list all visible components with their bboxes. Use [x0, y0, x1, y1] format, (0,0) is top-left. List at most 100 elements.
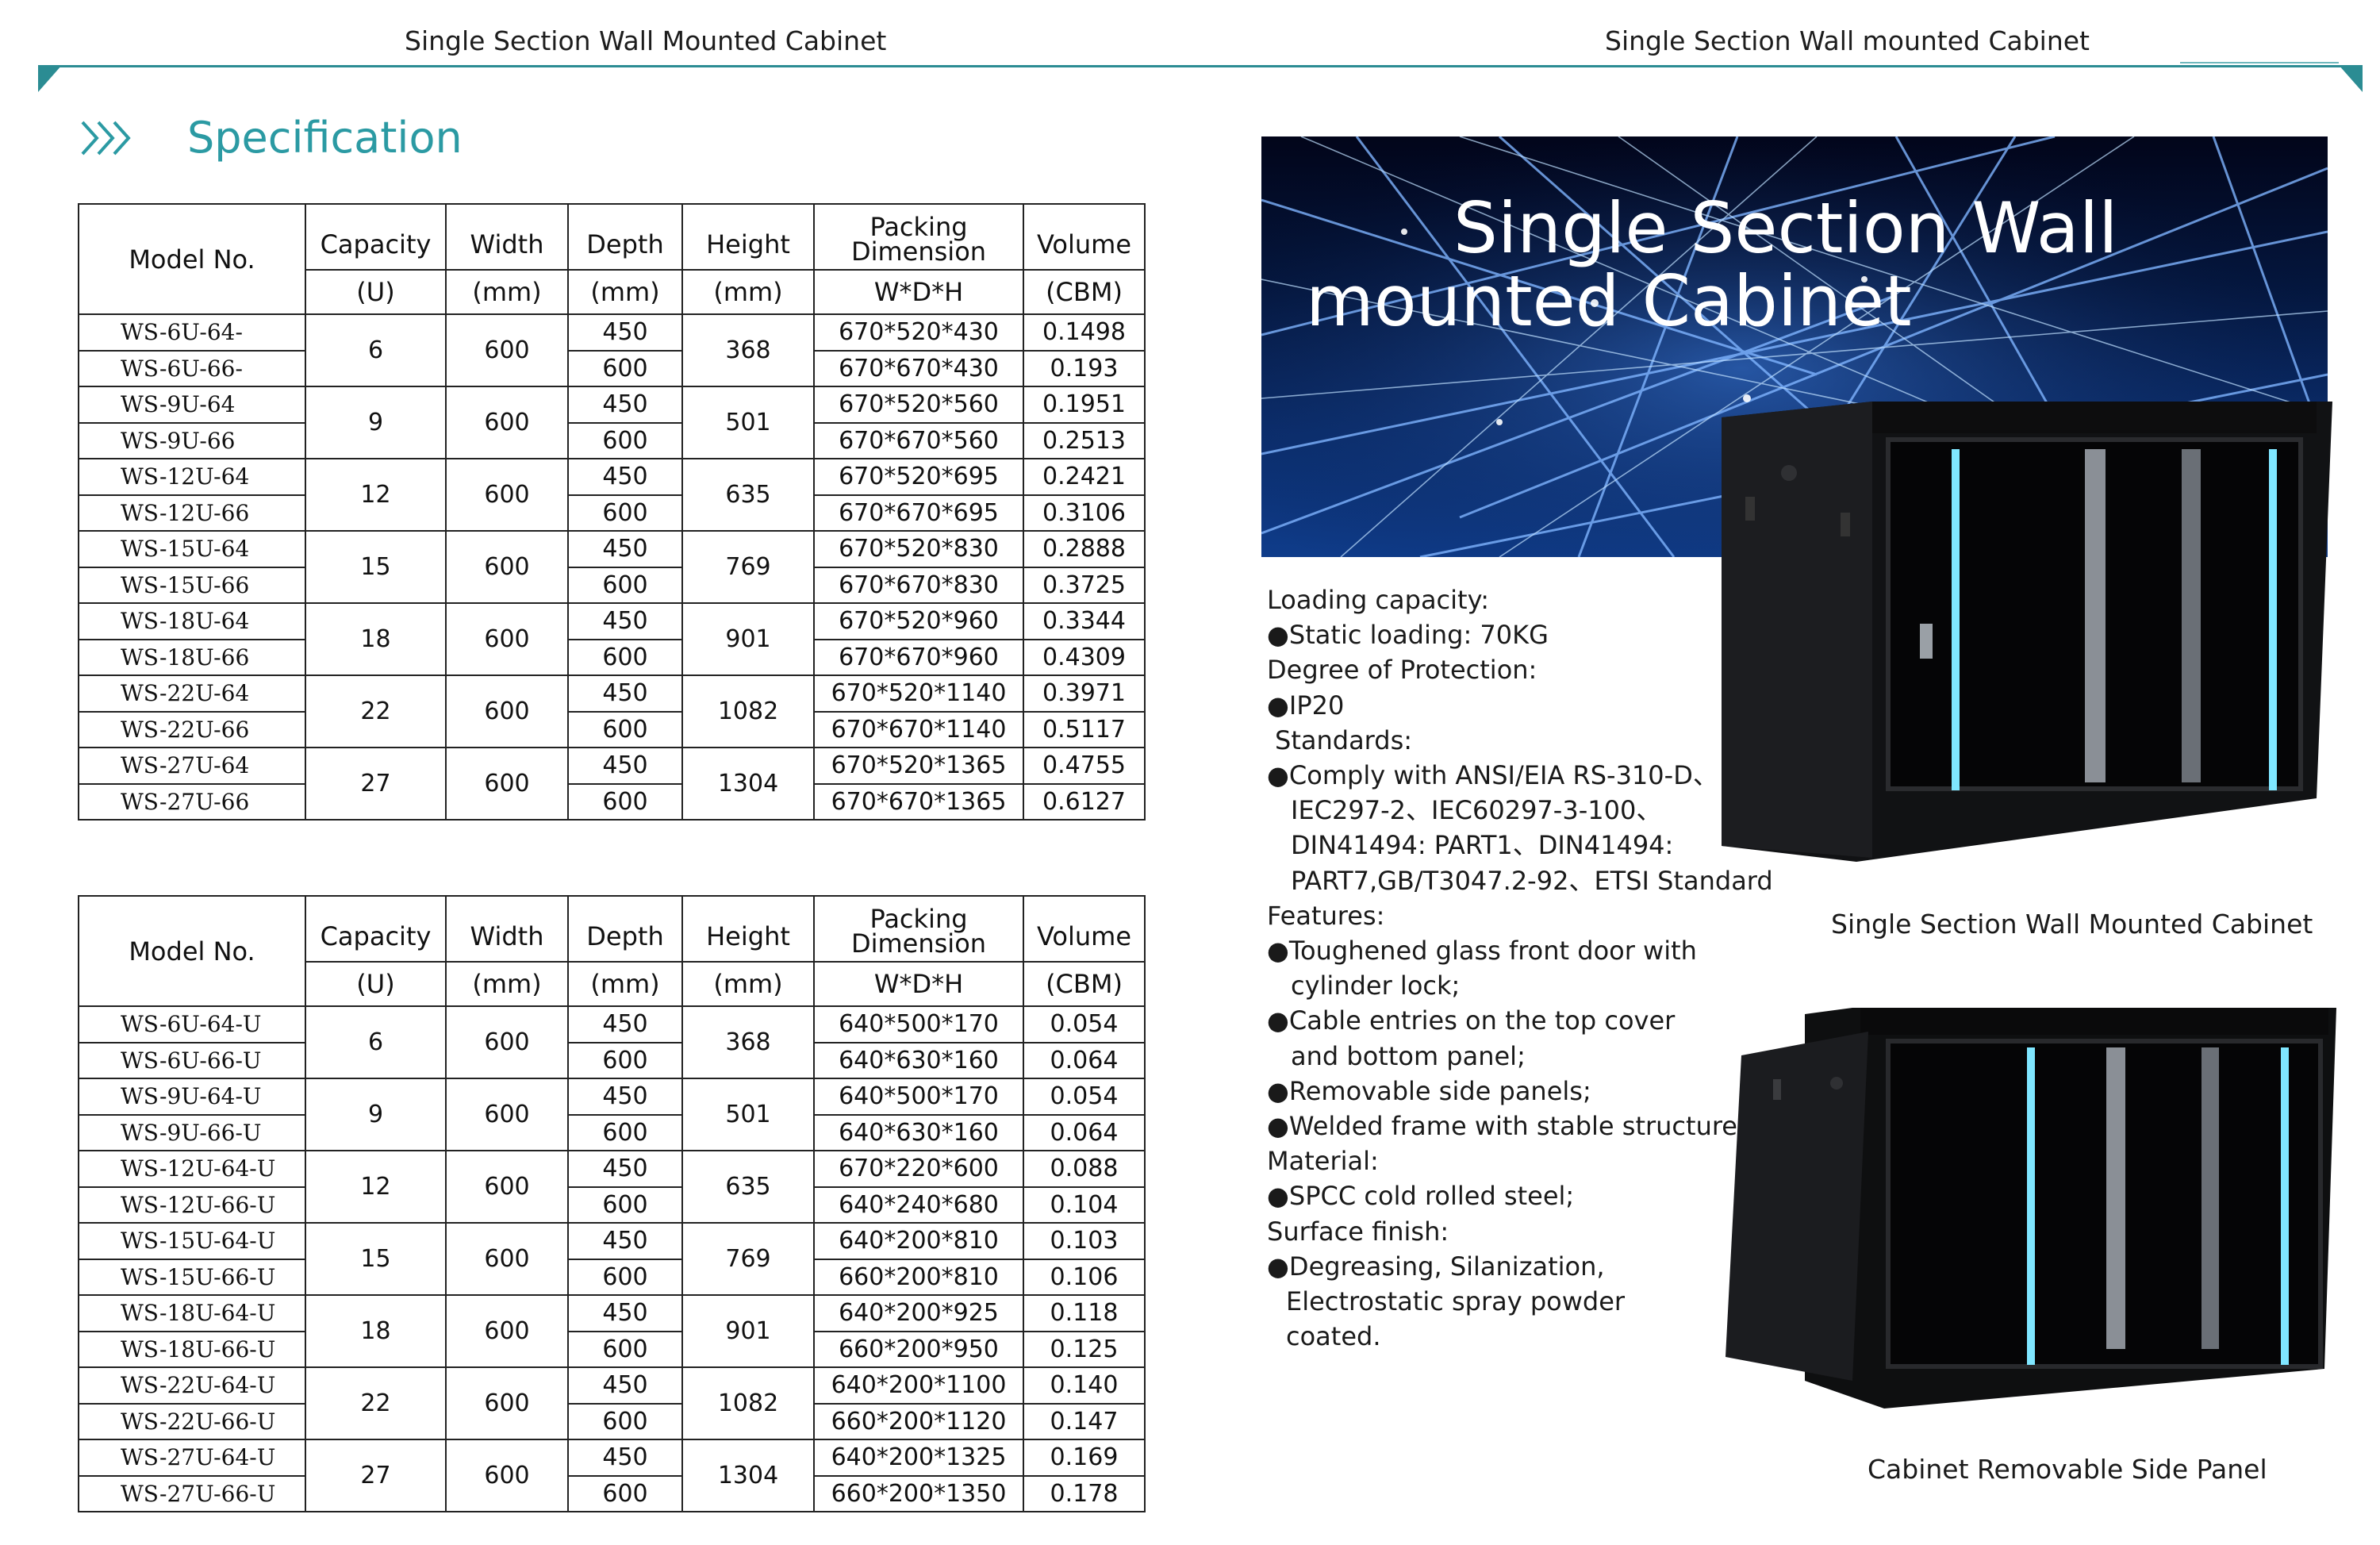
header-volume: Volume [1023, 895, 1146, 962]
header-height: Height [681, 895, 815, 962]
header-depth-unit: (mm) [567, 269, 683, 315]
width-cell: 600 [445, 1294, 569, 1368]
volume-cell: 0.6127 [1023, 782, 1146, 821]
capacity-cell: 27 [305, 747, 447, 821]
header-packing-line1: Packing [869, 904, 968, 934]
capacity-cell: 27 [305, 1439, 447, 1512]
packing-cell: 670*520*695 [813, 458, 1024, 496]
header-width: Width [445, 895, 569, 962]
packing-cell: 670*520*430 [813, 313, 1024, 352]
header-right-title: Single Section Wall mounted Cabinet [1605, 25, 2090, 56]
header-packing-line1: Packing [869, 212, 968, 242]
model-cell: WS-18U-64 [78, 602, 306, 640]
packing-cell: 640*500*170 [813, 1005, 1024, 1043]
volume-cell: 0.104 [1023, 1186, 1146, 1224]
header-model: Model No. [78, 203, 306, 315]
spec-line: ●Toughened glass front door with [1267, 936, 1697, 967]
packing-cell: 640*630*160 [813, 1113, 1024, 1151]
header-left-title: Single Section Wall Mounted Cabinet [405, 25, 887, 56]
depth-cell: 600 [567, 1041, 683, 1079]
volume-cell: 0.1498 [1023, 313, 1146, 352]
depth-cell: 450 [567, 1366, 683, 1405]
depth-cell: 600 [567, 566, 683, 604]
packing-cell: 660*200*810 [813, 1258, 1024, 1296]
header-volume-unit: (CBM) [1023, 961, 1146, 1007]
packing-cell: 670*670*1365 [813, 782, 1024, 821]
height-cell: 501 [681, 1078, 815, 1151]
packing-cell: 640*500*170 [813, 1078, 1024, 1116]
header-volume: Volume [1023, 203, 1146, 270]
model-cell: WS-12U-66 [78, 494, 306, 532]
header-height-unit: (mm) [681, 961, 815, 1007]
model-cell: WS-12U-64-U [78, 1150, 306, 1188]
model-cell: WS-15U-64 [78, 530, 306, 568]
model-cell: WS-6U-66- [78, 349, 306, 387]
model-cell: WS-27U-66 [78, 782, 306, 821]
width-cell: 600 [445, 1150, 569, 1224]
depth-cell: 450 [567, 313, 683, 352]
volume-cell: 0.2888 [1023, 530, 1146, 568]
width-cell: 600 [445, 1439, 569, 1512]
width-cell: 600 [445, 1078, 569, 1151]
capacity-cell: 9 [305, 386, 447, 459]
spec-line: coated. [1286, 1321, 1381, 1352]
height-cell: 901 [681, 1294, 815, 1368]
volume-cell: 0.3344 [1023, 602, 1146, 640]
model-cell: WS-15U-66 [78, 566, 306, 604]
model-cell: WS-18U-66-U [78, 1330, 306, 1368]
depth-cell: 450 [567, 674, 683, 713]
spec-line: Loading capacity: [1267, 585, 1489, 615]
section-title: Specification [187, 113, 463, 163]
volume-cell: 0.3106 [1023, 494, 1146, 532]
caption-cabinet-front: Single Section Wall Mounted Cabinet [1831, 909, 2313, 940]
capacity-cell: 12 [305, 1150, 447, 1224]
packing-cell: 670*520*560 [813, 386, 1024, 424]
model-cell: WS-22U-66 [78, 710, 306, 748]
depth-cell: 450 [567, 1150, 683, 1188]
volume-cell: 0.054 [1023, 1005, 1146, 1043]
width-cell: 600 [445, 530, 569, 604]
depth-cell: 600 [567, 1258, 683, 1296]
volume-cell: 0.169 [1023, 1439, 1146, 1477]
packing-cell: 670*520*960 [813, 602, 1024, 640]
packing-cell: 670*670*430 [813, 349, 1024, 387]
depth-cell: 450 [567, 1294, 683, 1332]
height-cell: 635 [681, 458, 815, 532]
capacity-cell: 22 [305, 674, 447, 748]
depth-cell: 600 [567, 421, 683, 459]
spec-line: ●Comply with ANSI/EIA RS-310-D、 [1267, 760, 1718, 791]
volume-cell: 0.2513 [1023, 421, 1146, 459]
model-cell: WS-6U-64-U [78, 1005, 306, 1043]
height-cell: 1082 [681, 674, 815, 748]
spec-line: cylinder lock; [1291, 970, 1461, 1001]
height-cell: 769 [681, 530, 815, 604]
height-cell: 901 [681, 602, 815, 676]
depth-cell: 450 [567, 747, 683, 785]
model-cell: WS-9U-66-U [78, 1113, 306, 1151]
hero-banner: Single Section Wall mounted Cabinet [1261, 136, 2328, 557]
spec-line: Electrostatic spray powder [1286, 1286, 1626, 1317]
volume-cell: 0.193 [1023, 349, 1146, 387]
volume-cell: 0.4755 [1023, 747, 1146, 785]
spec-line: ●Static loading: 70KG [1267, 620, 1549, 651]
height-cell: 501 [681, 386, 815, 459]
packing-cell: 660*200*1120 [813, 1402, 1024, 1440]
packing-cell: 670*520*1365 [813, 747, 1024, 785]
spec-line: PART7,GB/T3047.2-92、ETSI Standard [1291, 865, 1773, 896]
depth-cell: 600 [567, 349, 683, 387]
packing-cell: 670*220*600 [813, 1150, 1024, 1188]
volume-cell: 0.5117 [1023, 710, 1146, 748]
model-cell: WS-22U-66-U [78, 1402, 306, 1440]
